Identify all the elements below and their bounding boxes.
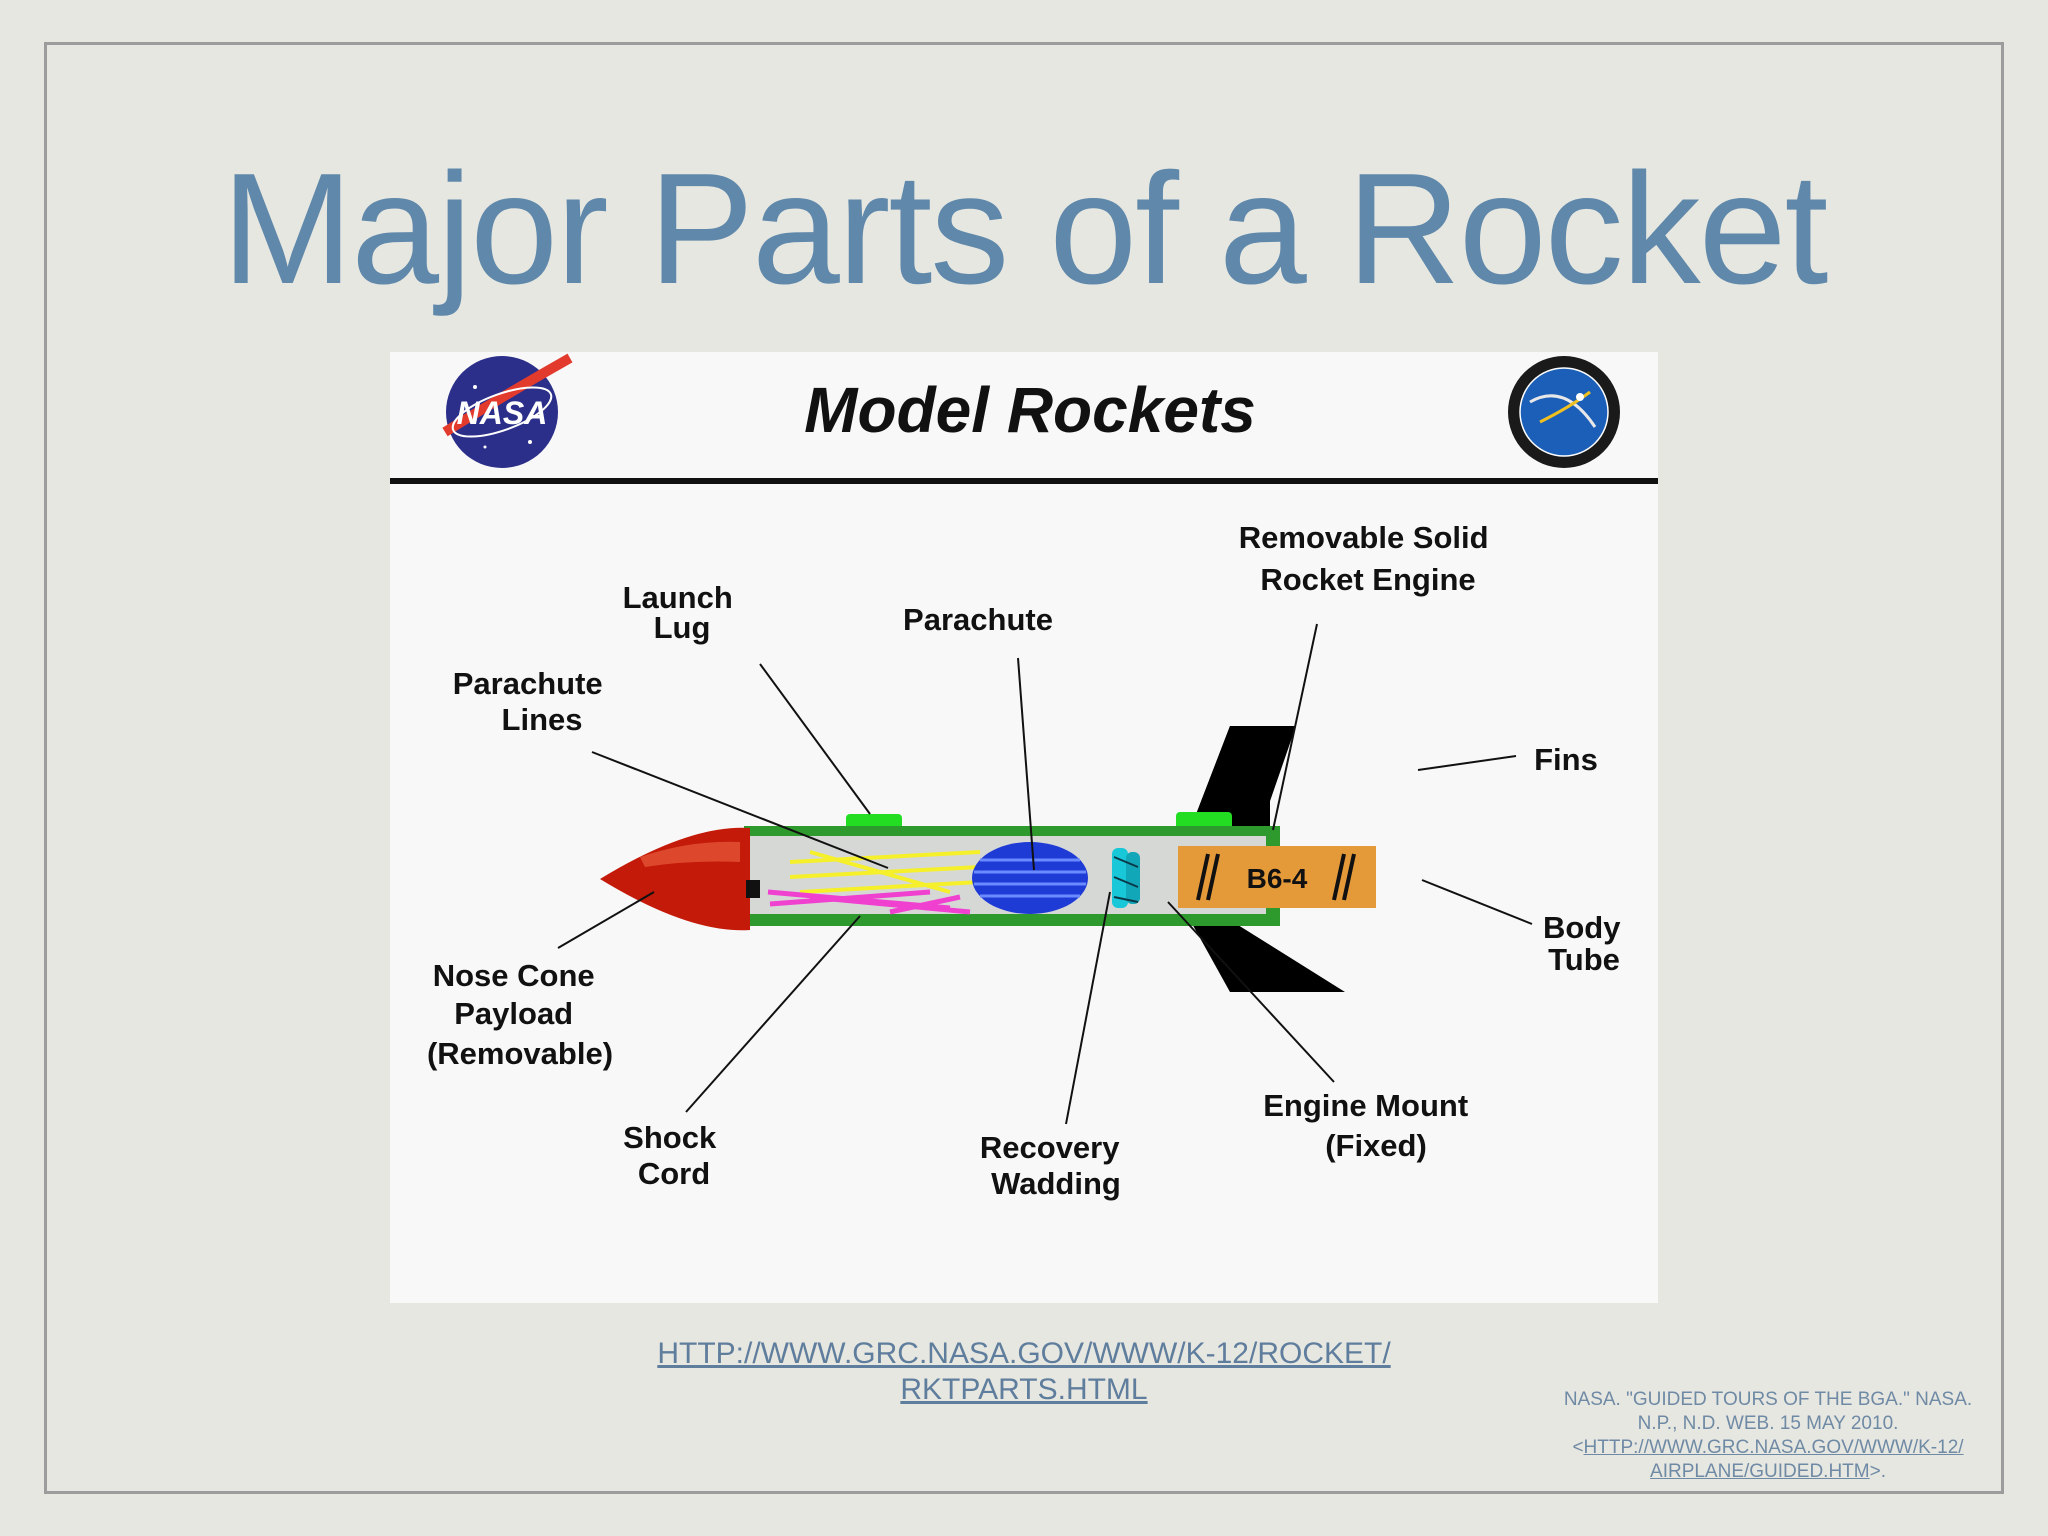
source-url-link[interactable]: HTTP://WWW.GRC.NASA.GOV/WWW/K-12/ROCKET/… [0, 1336, 2048, 1408]
slide-title: Major Parts of a Rocket [221, 141, 1829, 317]
label-parachute: Parachute [903, 602, 1053, 637]
citation-line4: AIRPLANE/GUIDED.HTM>. [1518, 1460, 2018, 1484]
leader-lines [557, 623, 1533, 1125]
citation-line1: NASA. "GUIDED TOURS OF THE BGA." NASA. [1563, 1389, 1973, 1410]
source-url-line2[interactable]: RKTPARTS.HTML [900, 1373, 1148, 1406]
upper-fin-base [1190, 726, 1270, 830]
source-url-line1[interactable]: HTTP://WWW.GRC.NASA.GOV/WWW/K-12/ROCKET/ [657, 1337, 1391, 1370]
label-shock-cord: Shock Cord [623, 1120, 725, 1191]
nasa-logo-text: NASA [457, 395, 548, 431]
recovery-wadding [1112, 848, 1140, 908]
label-launch-lug: Launch Lug [623, 580, 742, 645]
label-recovery-wadding: Recovery Wadding [980, 1130, 1128, 1201]
citation-link-part1[interactable]: HTTP://WWW.GRC.NASA.GOV/WWW/K-12/ [1583, 1437, 1964, 1458]
label-parachute-lines: Parachute Lines [453, 666, 612, 737]
label-body-tube: Body Tube [1543, 910, 1629, 977]
rocket-diagram: NASA Model Rockets [390, 352, 1658, 1303]
launch-lug-rear [1176, 812, 1232, 830]
label-removable-engine: Removable Solid Rocket Engine [1239, 520, 1497, 597]
rocket-diagram-svg: NASA Model Rockets [390, 353, 1658, 1201]
citation-close-bracket: >. [1869, 1461, 1886, 1482]
exploration-logo [1508, 356, 1620, 468]
label-engine-mount: Engine Mount (Fixed) [1263, 1088, 1477, 1163]
lower-fin-base [1190, 920, 1270, 992]
citation-link-part2[interactable]: AIRPLANE/GUIDED.HTM [1650, 1461, 1870, 1482]
label-fins: Fins [1534, 742, 1598, 777]
slide-frame [44, 42, 2004, 1494]
citation-line2: N.P., N.D. WEB. 15 MAY 2010. [1637, 1413, 1899, 1434]
parachute-lines [789, 850, 981, 894]
citation-open-bracket: < [1572, 1437, 1584, 1458]
header-divider [390, 478, 1658, 484]
parachute [972, 842, 1088, 914]
label-nose-cone: Nose Cone Payload (Removable) [427, 958, 613, 1071]
engine-label: B6-4 [1247, 863, 1308, 894]
citation-line3: <HTTP://WWW.GRC.NASA.GOV/WWW/K-12/ [1518, 1436, 2018, 1460]
citation: NASA. "GUIDED TOURS OF THE BGA." NASA. N… [1518, 1388, 2018, 1484]
diagram-header: Model Rockets [804, 374, 1256, 446]
shock-cord [767, 889, 971, 915]
nasa-logo: NASA [442, 353, 573, 468]
